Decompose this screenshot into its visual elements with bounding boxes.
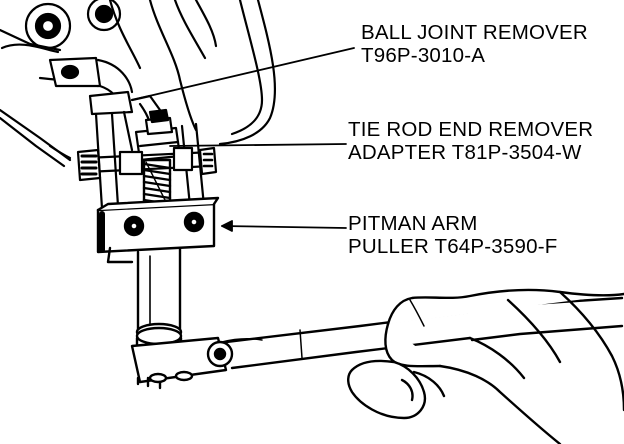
leader-lines — [131, 47, 355, 232]
callout-tie-rod-line2: ADAPTER T81P-3504-W — [348, 141, 582, 164]
leader-line-pitman-arm-puller — [221, 225, 347, 229]
leader-line-tie-rod-adapter — [169, 143, 347, 147]
adapter-cross-pin — [48, 144, 218, 182]
knuckle-bolt-heads — [0, 0, 122, 54]
hand — [347, 288, 624, 444]
callout-pitman-line2: PULLER T64P-3590-F — [348, 235, 558, 258]
callout-tie-rod-line1: TIE ROD END REMOVER — [348, 118, 594, 141]
callout-ball-joint-remover: BALL JOINT REMOVER T96P-3010-A — [361, 21, 588, 67]
callout-pitman-arm-puller: PITMAN ARM PULLER T64P-3590-F — [348, 212, 557, 258]
puller-shaft — [135, 246, 183, 358]
callout-tie-rod-end-remover-adapter: TIE ROD END REMOVER ADAPTER T81P-3504-W — [348, 118, 593, 164]
pitman-arm-puller-block — [96, 196, 220, 264]
callout-ball-joint-remover-line1: BALL JOINT REMOVER — [361, 21, 588, 44]
callout-ball-joint-remover-line2: T96P-3010-A — [361, 44, 486, 67]
leader-line-ball-joint-remover — [131, 47, 355, 101]
tie-rod-stud — [134, 108, 182, 162]
leader-arrowhead-pitman — [221, 220, 233, 232]
steering-knuckle — [0, 0, 276, 168]
upper-bracket — [48, 56, 134, 106]
callout-pitman-line1: PITMAN ARM — [348, 212, 478, 235]
